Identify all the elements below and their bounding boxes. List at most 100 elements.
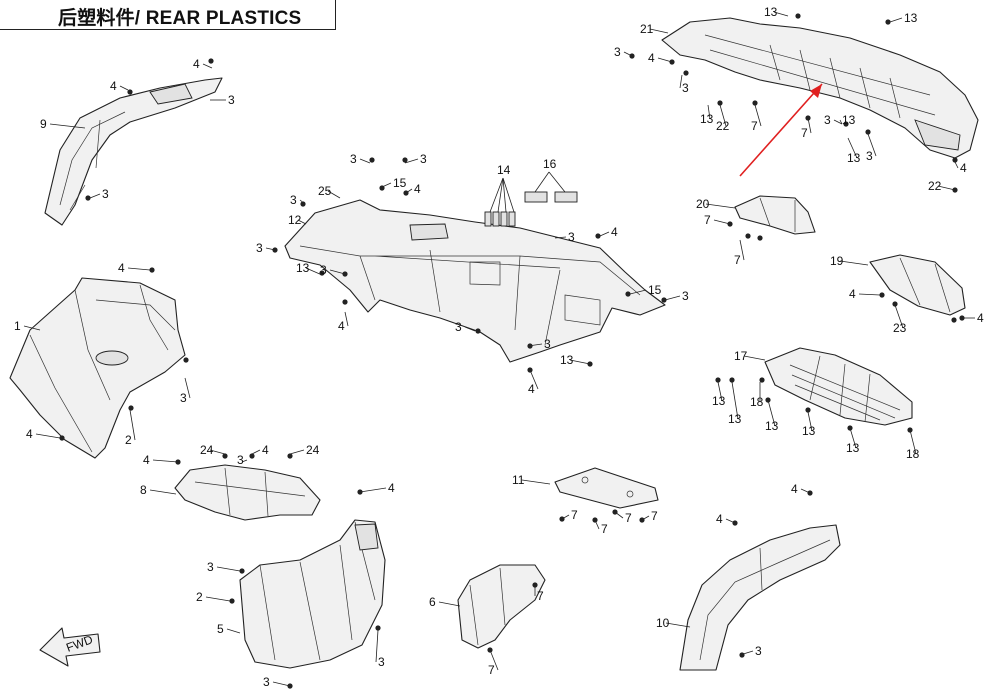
- callout-3: 3: [180, 391, 187, 405]
- callout-25: 25: [318, 184, 332, 198]
- part-10-fender-extension: [679, 524, 841, 671]
- callout-3: 3: [420, 152, 427, 166]
- leader-line: [649, 28, 669, 34]
- fastener-marker: [595, 233, 601, 239]
- callout-2: 2: [125, 433, 132, 447]
- callout-4: 4: [648, 51, 655, 65]
- highlight-arrow-line: [739, 83, 823, 177]
- callout-13: 13: [847, 151, 861, 165]
- leader-line: [209, 449, 226, 455]
- fastener-marker: [127, 89, 133, 95]
- fastener-marker: [757, 235, 763, 241]
- clip-14: [508, 211, 516, 227]
- fastener-marker: [559, 516, 565, 522]
- leader-line: [731, 381, 739, 420]
- part-5-inner-panel: [239, 519, 386, 669]
- fastener-marker: [795, 13, 801, 19]
- fastener-marker: [369, 157, 375, 163]
- leader-line: [707, 104, 711, 120]
- callout-3: 3: [320, 263, 327, 277]
- fwd-arrow: FWD: [39, 627, 101, 667]
- leader-line: [297, 219, 307, 225]
- leader-line: [894, 304, 904, 329]
- callout-13: 13: [842, 113, 856, 127]
- leader-line: [35, 433, 61, 439]
- callout-7: 7: [704, 213, 711, 227]
- fastener-marker: [865, 129, 871, 135]
- fastener-marker: [625, 291, 631, 297]
- leader-line: [599, 231, 610, 237]
- callout-7: 7: [751, 119, 758, 133]
- callout-13: 13: [765, 419, 779, 433]
- leader-line: [937, 185, 956, 191]
- fastener-marker: [739, 652, 745, 658]
- fastener-marker: [379, 185, 385, 191]
- callout-13: 13: [296, 261, 310, 275]
- leader-line: [569, 359, 591, 365]
- fastener-marker: [59, 435, 65, 441]
- leader-line: [152, 459, 179, 463]
- callout-4: 4: [716, 512, 723, 526]
- callout-20: 20: [696, 197, 710, 211]
- part-20-bracket: [734, 195, 816, 235]
- callout-13: 13: [560, 353, 574, 367]
- callout-4: 4: [26, 427, 33, 441]
- fastener-marker: [403, 190, 409, 196]
- callout-18: 18: [906, 447, 920, 461]
- callout-4: 4: [338, 319, 345, 333]
- callout-15: 15: [393, 176, 407, 190]
- callout-7: 7: [801, 126, 808, 140]
- callout-3: 3: [682, 81, 689, 95]
- leader-line: [867, 133, 877, 157]
- callout-24: 24: [200, 443, 214, 457]
- callout-13: 13: [700, 112, 714, 126]
- callout-17: 17: [734, 349, 748, 363]
- leader-line: [289, 449, 305, 455]
- leader-line: [205, 596, 231, 602]
- callout-24: 24: [306, 443, 320, 457]
- fastener-marker: [229, 598, 235, 604]
- leader-line: [754, 104, 762, 127]
- part-17-grille: [764, 347, 913, 426]
- fastener-marker: [527, 367, 533, 373]
- leader-line: [149, 489, 177, 495]
- fastener-marker: [745, 233, 751, 239]
- callout-3: 3: [455, 320, 462, 334]
- callout-14: 14: [497, 163, 511, 177]
- fastener-marker: [847, 425, 853, 431]
- leader-line: [717, 381, 723, 402]
- callout-15: 15: [648, 283, 662, 297]
- fastener-marker: [532, 582, 538, 588]
- fastener-marker: [183, 357, 189, 363]
- callout-18: 18: [750, 395, 764, 409]
- leader-line: [548, 171, 566, 193]
- fastener-marker: [715, 377, 721, 383]
- leader-line: [954, 161, 959, 169]
- callout-7: 7: [601, 522, 608, 536]
- callout-21: 21: [640, 22, 654, 36]
- fastener-marker: [300, 201, 306, 207]
- leader-line: [216, 566, 241, 572]
- callout-4: 4: [791, 482, 798, 496]
- fastener-marker: [375, 625, 381, 631]
- fastener-marker: [629, 53, 635, 59]
- callout-19: 19: [830, 254, 844, 268]
- callout-13: 13: [846, 441, 860, 455]
- leader-line: [404, 158, 419, 164]
- callout-7: 7: [537, 589, 544, 603]
- callout-22: 22: [716, 119, 730, 133]
- callout-13: 13: [802, 424, 816, 438]
- callout-11: 11: [512, 473, 525, 487]
- callout-13: 13: [904, 11, 918, 25]
- leader-line: [497, 177, 504, 213]
- fastener-marker: [765, 397, 771, 403]
- callout-7: 7: [625, 511, 632, 525]
- callout-4: 4: [611, 225, 618, 239]
- leader-line: [839, 260, 869, 266]
- leader-line: [89, 193, 101, 199]
- leader-line: [713, 219, 731, 225]
- callout-3: 3: [682, 289, 689, 303]
- callout-3: 3: [614, 45, 621, 59]
- leader-line: [858, 293, 881, 296]
- fastener-marker: [729, 377, 735, 383]
